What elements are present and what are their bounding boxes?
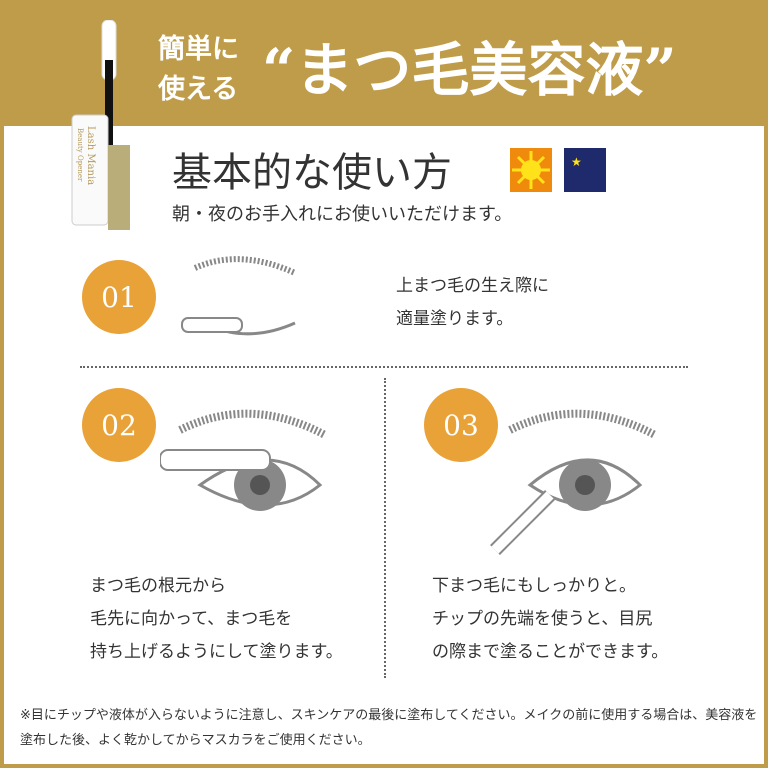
header-main-text: “まつ毛美容液” — [262, 36, 677, 104]
step-02-line: 毛先に向かって、まつ毛を — [90, 609, 293, 629]
sun-icon — [510, 148, 552, 192]
eye-illustration-lower — [490, 409, 657, 555]
product-image: Beauty Opener Lash Mania — [71, 20, 130, 230]
step-03-line: 下まつ毛にもしっかりと。 — [432, 576, 636, 596]
section-subtitle: 朝・夜のお手入れにお使いいただけます。 — [172, 204, 513, 225]
caution-note: ※目にチップや液体が入らないように注意し、スキンケアの最後に塗布してください。メ… — [20, 708, 758, 748]
step-03-text: 下まつ毛にもしっかりと。チップの先端を使うと、目尻の際まで塗ることができます。 — [432, 570, 668, 669]
header-line-2: 使える — [158, 74, 239, 105]
header-line-1: 簡単に — [158, 34, 239, 65]
divider-vertical — [384, 378, 386, 678]
step-number-01: 01 — [82, 260, 156, 334]
product-name-label: Lash Mania — [85, 126, 96, 185]
header-small-text: 簡単に使える — [158, 30, 239, 110]
step-01-line: 適量塗ります。 — [396, 309, 514, 329]
step-01-text: 上まつ毛の生え際に適量塗ります。 — [396, 270, 549, 336]
step-03-line: チップの先端を使うと、目尻 — [432, 609, 653, 629]
step-02-line: 持ち上げるようにして塗ります。 — [90, 642, 343, 662]
section-title: 基本的な使い方 — [172, 150, 452, 196]
moon-icon: ★ — [564, 148, 606, 192]
svg-text:★: ★ — [571, 155, 582, 169]
eye-illustration-upper — [160, 409, 327, 511]
step-number-02: 02 — [82, 388, 156, 462]
step-03-line: の際まで塗ることができます。 — [432, 642, 669, 662]
step-02-text: まつ毛の根元から毛先に向かって、まつ毛を持ち上げるようにして塗ります。 — [90, 570, 343, 669]
divider-horizontal — [80, 366, 688, 368]
step-02-line: まつ毛の根元から — [90, 576, 226, 596]
product-brand-label: Beauty Opener — [76, 128, 84, 182]
step-01-line: 上まつ毛の生え際に — [396, 276, 549, 296]
closed-eye-illustration — [181, 256, 297, 336]
step-number-03: 03 — [424, 388, 498, 462]
